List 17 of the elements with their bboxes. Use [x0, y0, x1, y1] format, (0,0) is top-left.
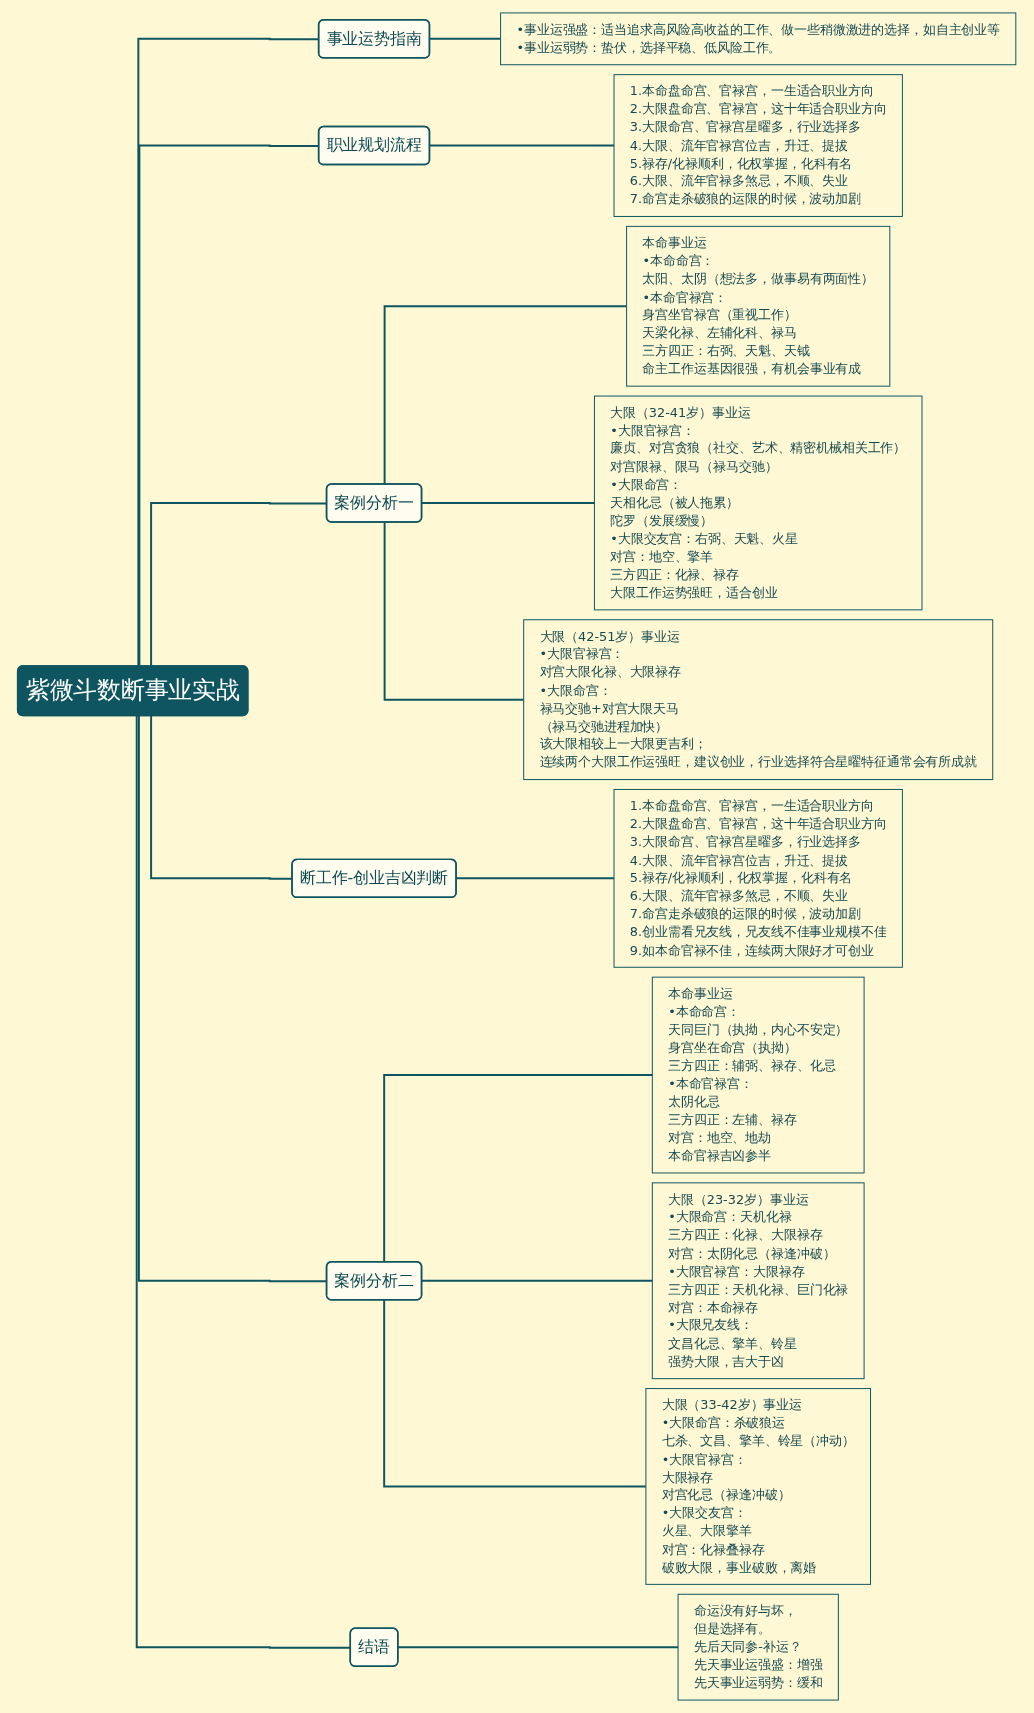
connector [429, 144, 616, 148]
node-box: 大限（42-51岁）事业运 •大限官禄宫： 对宫大限化禄、大限禄存 •大限命宫： 禄马交驰+对宫大限天马 （禄马交驰进程加快） 该大限相较上一大限更吉利； 连续两个大限工作运强旺，建议创业，行业选择符合星曜特征通常会有所成就 [523, 619, 994, 781]
connector [421, 1279, 654, 1283]
node-box: 本命事业运 •本命命宫： 天同巨门（执拗，内心不安定） 身宫坐在命宫（执拗） 三方四正：辅弼、禄存、化忌 •本命官禄宫： 太阴化忌 三方四正：左辅、禄存 对宫：地空、地劫 本命官禄吉凶参半 [651, 976, 865, 1174]
connector [397, 1646, 680, 1649]
connector [383, 1299, 647, 1488]
node-box: 大限（32-41岁）事业运 •大限官禄宫： 廉贞、对宫贪狼（社交、艺术、精密机械相关工作） 对宫限禄、限马（禄马交驰） •大限命宫： 天相化忌（被人拖累） 陀罗（发展缓慢） •大限交友宫：右弼、天魁、火星 对宫：地空、擎羊 三方四正：化禄、禄存 大限工作运势强旺，适合创业 [594, 395, 923, 611]
node-box: 1.本命盘命宫、官禄宫，一生适合职业方向 2.大限盘命宫、官禄宫，这十年适合职业方向 3.大限命宫、官禄宫星曜多，行业选择多 4.大限、流年官禄宫位吉，升迁、提拔 5.禄存/化禄顺利，化权掌握，化科有名 6.大限、流年官禄多煞忌，不顺、失业 7.命宫走杀破狼的运限的时候，波动加剧 [613, 74, 903, 217]
node-box: 大限（23-32岁）事业运 •大限命宫：天机化禄 三方四正：化禄、大限禄存 对宫：太阴化忌（禄逢冲破） •大限官禄宫：大限禄存 三方四正：天机化禄、巨门化禄 对宫：本命禄存 •大限兄友线： 文昌化忌、擎羊、铃星 强势大限，吉大于凶 [651, 1182, 865, 1380]
connector [421, 501, 596, 505]
node-box: •事业运强盛：适当追求高风险高收益的工作、做一些稍微激进的选择，如自主创业等 •事业运弱势：蛰伏，选择平稳、低风险工作。 [500, 12, 1017, 66]
connector [383, 521, 525, 701]
connector [429, 37, 502, 41]
node-box: 本命事业运 •本命命宫： 太阳、太阴（想法多，做事易有两面性） •本命官禄宫： 身宫坐官禄宫（重视工作） 天梁化禄、左辅化科、禄马 三方四正：右弼、天魁、天钺 命主工作运基因很强，有机会事业有成 [626, 225, 891, 387]
node-box: 大限（33-42岁）事业运 •大限命宫：杀破狼运 七杀、文昌、擎羊、铃星（冲动） •大限官禄宫： 大限禄存 对宫化忌（禄逢冲破） •大限交友宫： 火星、大限擎羊 对宫：化禄叠禄存 破败大限，事业破败，离婚 [645, 1388, 872, 1585]
node-box: 1.本命盘命宫、官禄宫，一生适合职业方向 2.大限盘命宫、官禄宫，这十年适合职业方向 3.大限命宫、官禄宫星曜多，行业选择多 4.大限、流年官禄宫位吉，升迁、提拔 5.禄存/化禄顺利，化权掌握，化科有名 6.大限、流年官禄多煞忌，不顺、失业 7.命宫走杀破狼的运限的时候，波动加剧 8.创业需看兄友线，兄友线不佳事业规模不佳 9.如本命官禄不佳，连续两大限好才可创业 [613, 788, 903, 968]
node-box: 命运没有好与坏， 但是选择有。 先后天同参-补运？ 先天事业运强盛：增强 先天事业运弱势：缓和 [677, 1593, 839, 1701]
